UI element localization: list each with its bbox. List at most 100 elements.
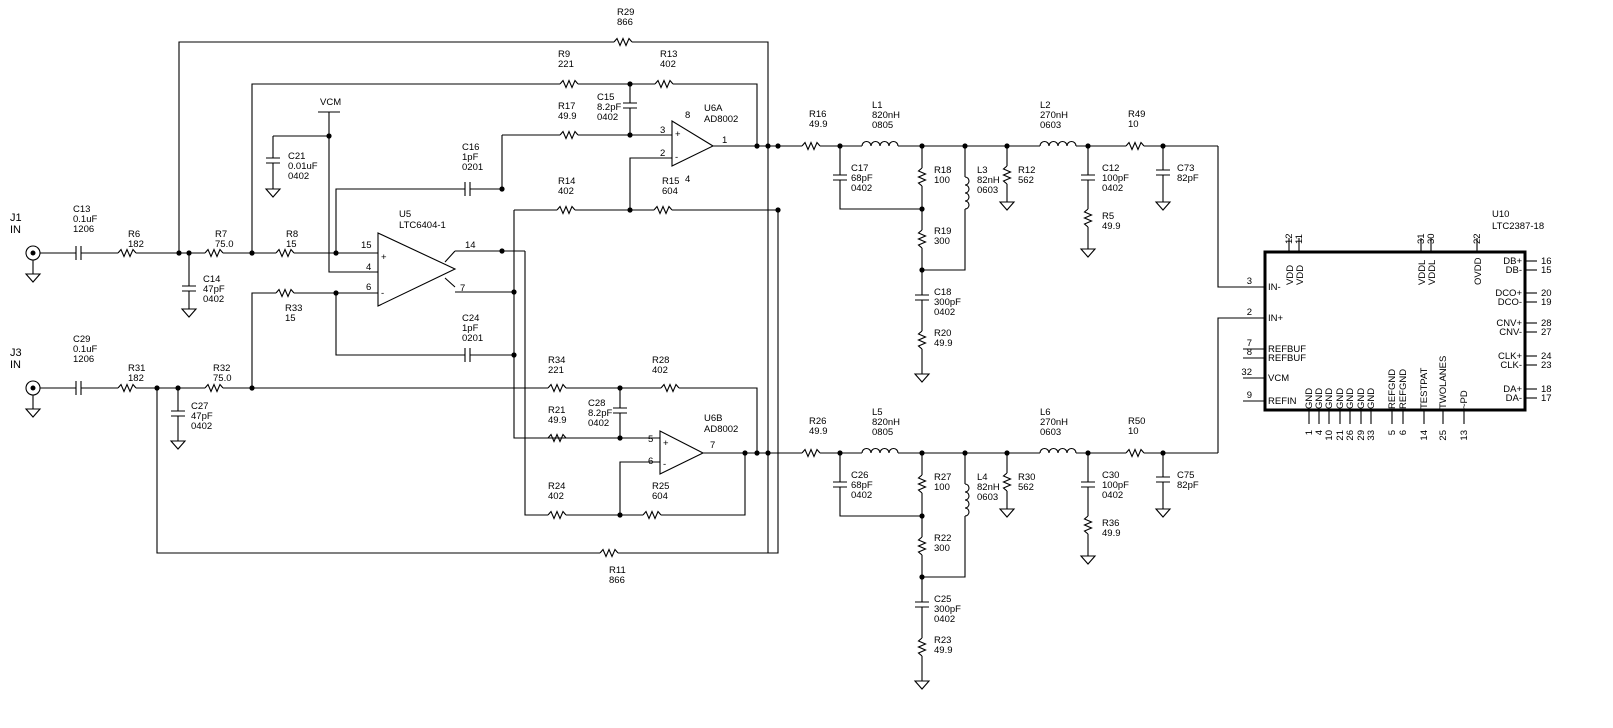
ref-label: R50 xyxy=(1128,416,1145,427)
pin-name: GND xyxy=(1366,388,1377,409)
wire xyxy=(272,135,329,185)
pin-number: 28 xyxy=(1541,318,1552,329)
ref-label: C75 xyxy=(1177,470,1194,481)
pin-number: 4 xyxy=(685,174,690,185)
ref-label: R12 xyxy=(1018,165,1035,176)
resistor-symbol xyxy=(559,130,579,140)
ground-symbol xyxy=(169,437,187,450)
ref-label: R17 xyxy=(558,101,575,112)
resistor-symbol xyxy=(642,510,662,520)
ground-symbol xyxy=(264,185,282,198)
pin-name: REFIN xyxy=(1268,396,1297,407)
ref-label: R15 xyxy=(662,176,679,187)
ground-symbol xyxy=(998,505,1016,518)
wire xyxy=(178,41,769,553)
ref-label: R22 xyxy=(934,533,951,544)
value-label: 10 xyxy=(1128,426,1139,437)
resistor-symbol xyxy=(660,383,680,393)
pin-number: 3 xyxy=(660,125,665,136)
capacitor-symbol xyxy=(464,348,471,362)
pin-name: DA+ xyxy=(1503,384,1522,395)
pin-name: CLK+ xyxy=(1498,351,1522,362)
ground-symbol xyxy=(998,198,1016,211)
value-label: 49.9 xyxy=(558,111,577,122)
ref-label: R33 xyxy=(285,303,302,314)
pin-number: 21 xyxy=(1335,430,1346,441)
adc-u10: U10LTC2387-183IN-2IN+7REFBUF8REFBUF32VCM… xyxy=(1241,209,1551,441)
ref-label: L2 xyxy=(1040,100,1051,111)
value-label: 47pF xyxy=(191,411,213,422)
resistor-symbol xyxy=(613,37,633,47)
value-label: 1pF xyxy=(462,152,479,163)
inductor-symbol xyxy=(861,140,899,147)
pin-number: 3 xyxy=(1247,276,1252,287)
resistor-symbol xyxy=(275,248,295,258)
value-label: 0.1uF xyxy=(73,344,97,355)
value-label: 8.2pF xyxy=(588,408,612,419)
opamp-symbol xyxy=(671,120,715,167)
ground-symbol xyxy=(24,405,42,418)
pin-number: 33 xyxy=(1366,430,1377,441)
ref-label: R24 xyxy=(548,481,565,492)
vcm-label: VCM xyxy=(320,97,341,108)
ground-icon xyxy=(1154,198,1172,211)
capacitor-symbol xyxy=(833,174,847,181)
ref-label: C16 xyxy=(462,142,479,153)
pin-name: CNV+ xyxy=(1496,318,1522,329)
ref-label: C25 xyxy=(934,594,951,605)
resistor-symbol xyxy=(917,474,927,494)
package-label: 0402 xyxy=(934,614,955,625)
value-label: 866 xyxy=(617,17,633,28)
pin-number: 9 xyxy=(1247,390,1252,401)
value-label: 100pF xyxy=(1102,173,1129,184)
wire xyxy=(922,516,966,578)
ref-label: R30 xyxy=(1018,472,1035,483)
ground-icon xyxy=(998,505,1016,518)
package-label: 0805 xyxy=(872,427,893,438)
ref-label: R14 xyxy=(558,176,575,187)
pin-number: 17 xyxy=(1541,393,1552,404)
ref-label: R5 xyxy=(1102,211,1114,222)
package-label: 0402 xyxy=(191,421,212,432)
pin-number: 2 xyxy=(660,148,665,159)
wire xyxy=(318,111,378,273)
resistor-symbol xyxy=(917,330,927,350)
resistor-symbol xyxy=(1002,472,1012,492)
ref-label: C17 xyxy=(851,163,868,174)
resistor-symbol xyxy=(556,205,576,215)
ground-icon xyxy=(1154,505,1172,518)
pin-name: REFGND xyxy=(1387,369,1398,409)
minus-sign: - xyxy=(381,288,384,299)
value-label: 82nH xyxy=(977,175,1000,186)
pin-number: 6 xyxy=(1398,430,1409,435)
pin-name: IN- xyxy=(1268,282,1281,293)
capacitor-symbol xyxy=(266,157,280,164)
junction-dot xyxy=(765,143,771,149)
value-label: 68pF xyxy=(851,480,873,491)
ref-label: R34 xyxy=(548,355,565,366)
resistor-symbol xyxy=(117,248,137,258)
value-label: 49.9 xyxy=(1102,221,1121,232)
pin-number: 7 xyxy=(460,283,465,294)
capacitor-symbol xyxy=(171,410,185,417)
value-label: 820nH xyxy=(872,417,900,428)
adc-body xyxy=(1263,250,1527,412)
value-label: 75.0 xyxy=(213,373,232,384)
ref-label: R36 xyxy=(1102,518,1119,529)
ground-icon xyxy=(264,185,282,198)
ref-label: R13 xyxy=(660,49,677,60)
value-label: 182 xyxy=(128,373,144,384)
resistor-symbol xyxy=(547,433,567,443)
junction-dot xyxy=(775,143,781,149)
wire xyxy=(839,453,922,517)
